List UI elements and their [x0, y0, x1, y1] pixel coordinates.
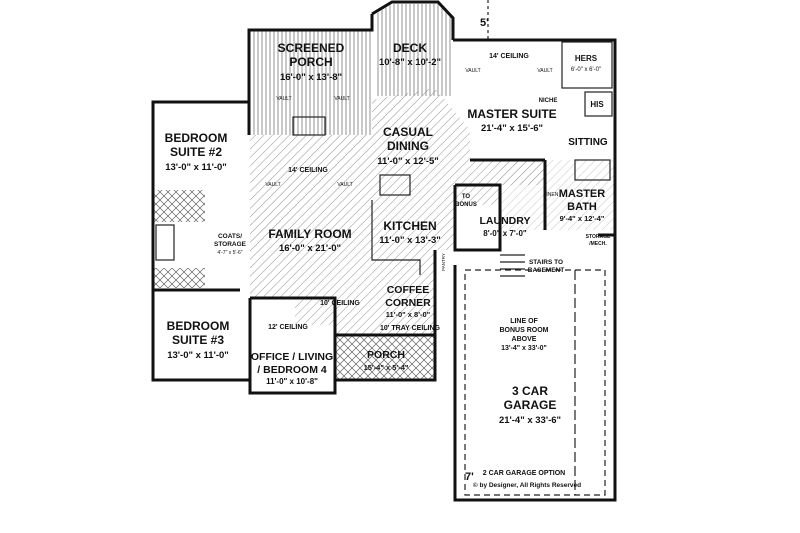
walls — [151, 0, 617, 502]
bedroom3-label-2: SUITE #3 — [172, 333, 224, 347]
bonus-line-1: LINE OF — [510, 318, 538, 325]
tub-master — [574, 159, 611, 181]
office-ceiling: 12' CEILING — [268, 324, 308, 331]
pantry-label: PANTRY — [441, 253, 446, 271]
bonus-line-2: BONUS ROOM — [500, 327, 549, 334]
screened-porch-label-1: SCREENED — [278, 41, 345, 55]
master-bath-floor — [500, 160, 615, 230]
kitchen-island — [379, 174, 411, 196]
vault-6: VAULT — [337, 182, 352, 188]
main-living-floor — [250, 88, 545, 335]
laundry-dim: 8'-0" x 7'-0" — [483, 229, 527, 238]
interior-lines — [155, 0, 613, 496]
deck-label: DECK — [393, 41, 427, 55]
coats-label-2: STORAGE — [214, 241, 247, 248]
kitchen-counter — [371, 200, 421, 275]
hers-label: HERS — [575, 54, 598, 63]
deck-wall — [371, 0, 455, 40]
bedroom2-label-1: BEDROOM — [165, 131, 228, 145]
family-room-label: FAMILY ROOM — [268, 227, 351, 241]
office-label-2: / BEDROOM 4 — [257, 364, 327, 376]
stairs — [500, 254, 525, 277]
coffee-corner-label-2: CORNER — [385, 297, 431, 309]
stairs-label-2: BASEMENT — [528, 267, 565, 274]
laundry-label: LAUNDRY — [480, 215, 531, 227]
garage-label-1: 3 CAR — [512, 384, 548, 398]
kitchen-dim: 11'-0" x 13'-3" — [379, 235, 441, 246]
garage-wall — [453, 235, 617, 502]
coffee-corner-dim: 11'-0" x 8'-0" — [386, 310, 431, 319]
family-room-dim: 16'-0" x 21'-0" — [279, 243, 341, 254]
storage-mech-2: /MECH. — [589, 241, 607, 247]
screened-porch-label-2: PORCH — [289, 55, 332, 69]
office-wall — [248, 296, 337, 395]
office-label-1: OFFICE / LIVING — [251, 351, 333, 363]
vault-4: VAULT — [537, 68, 552, 74]
coffee-corner-label-1: COFFEE — [387, 284, 430, 296]
dim-7-label: 7' — [465, 471, 474, 483]
casual-dining-label-1: CASUAL — [383, 125, 433, 139]
hers-closet — [561, 41, 613, 89]
screened-porch-floor — [249, 30, 372, 135]
coats-dim: 4'-7" x 5'-6" — [217, 250, 242, 256]
master-suite-dim: 21'-4" x 15'-6" — [481, 123, 543, 134]
niche-label: NICHE — [539, 98, 558, 104]
copyright-label: © by Designer, All Rights Reserved — [473, 481, 581, 489]
master-bath-label-2: BATH — [567, 201, 597, 213]
screened-porch-dim: 16'-0" x 13'-8" — [280, 72, 342, 83]
bonus-line-3: ABOVE — [512, 336, 537, 343]
casual-dining-label-2: DINING — [387, 139, 429, 153]
laundry-wall — [453, 183, 502, 252]
bed2-closet-floor — [153, 190, 205, 222]
office-dim: 11'-0" x 10'-8" — [266, 377, 318, 386]
bedroom3-dim: 13'-0" x 11'-0" — [167, 350, 229, 361]
garage-label-2: GARAGE — [504, 398, 557, 412]
screened-porch-wall — [247, 14, 374, 135]
porch-wall — [335, 333, 437, 382]
deck-dim: 10'-8" x 10'-2" — [379, 57, 441, 68]
kitchen-label: KITCHEN — [383, 219, 436, 233]
hers-dim: 6'-0" x 6'-0" — [571, 67, 601, 73]
tub-bed2 — [155, 224, 175, 261]
his-closet — [584, 91, 613, 117]
to-bonus-2: BONUS — [455, 202, 477, 208]
garage-option-label: 2 CAR GARAGE OPTION — [483, 470, 565, 477]
porch-label: PORCH — [367, 349, 405, 361]
porch-dim: 15'-4" x 5'-4" — [364, 363, 409, 372]
dim-5-label: 5' — [480, 17, 489, 29]
master-bath-dim: 9'-4" x 12'-4" — [560, 214, 605, 223]
family-ceiling: 14' CEILING — [288, 167, 328, 174]
ten-ceiling-label: 10' CEILING — [320, 300, 360, 307]
stairs-label-1: STAIRS TO — [529, 259, 563, 266]
fireplace — [292, 116, 326, 136]
bedroom2-dim: 13'-0" x 11'-0" — [165, 162, 227, 173]
garage-dim: 21'-4" x 33'-6" — [499, 415, 561, 426]
vault-2: VAULT — [334, 96, 349, 102]
his-label: HIS — [590, 100, 604, 109]
bonus-room-outline — [464, 269, 606, 496]
coffee-corner-ceiling: 10' TRAY CEILING — [380, 325, 441, 332]
bedroom3-label-1: BEDROOM — [167, 319, 230, 333]
vault-5: VAULT — [265, 182, 280, 188]
casual-dining-dim: 11'-0" x 12'-5" — [377, 156, 439, 167]
master-ceiling: 14' CEILING — [489, 53, 529, 60]
deck-floor — [376, 4, 453, 96]
bonus-line-dim: 13'-4" x 33'-0" — [501, 345, 547, 352]
hatch-fills — [153, 4, 615, 380]
to-bonus-1: TO — [462, 194, 471, 200]
master-suite-label: MASTER SUITE — [467, 107, 556, 121]
master-suite-wall — [453, 38, 617, 237]
porch-floor — [335, 335, 435, 380]
room-labels: 5' SCREENED PORCH 16'-0" x 13'-8" VAULT … — [165, 17, 611, 489]
bedroom2-label-2: SUITE #2 — [170, 145, 222, 159]
sitting-label: SITTING — [568, 137, 608, 148]
vault-1: VAULT — [276, 96, 291, 102]
bed3-closet-floor — [153, 268, 205, 288]
coats-label-1: COATS/ — [218, 233, 242, 240]
master-bath-label-1: MASTER — [559, 188, 606, 200]
vault-3: VAULT — [465, 68, 480, 74]
storage-mech-1: STORAGE — [586, 234, 611, 240]
linen-label: LINEN — [544, 192, 559, 198]
